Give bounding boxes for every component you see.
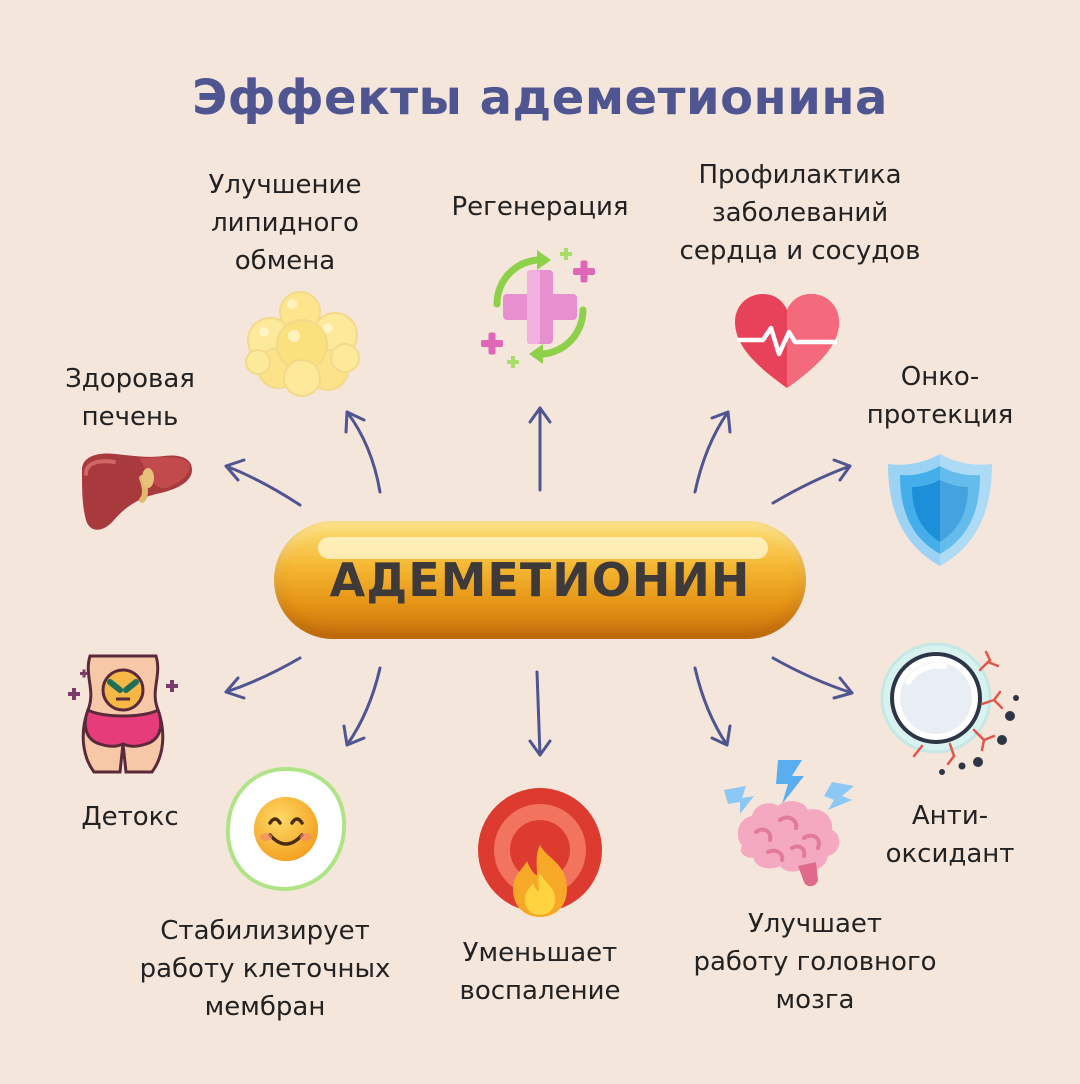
- label-liver: Здоровая печень: [65, 364, 195, 432]
- arrow-onco: [771, 464, 852, 505]
- arrow-detox: [224, 656, 302, 694]
- page-title: Эффекты адеметионина: [192, 70, 888, 126]
- arrow-membranes: [345, 666, 382, 747]
- heart-pulse-icon: [735, 294, 839, 388]
- arrow-antioxidant: [771, 656, 854, 695]
- label-regeneration: Регенерация: [451, 192, 629, 222]
- flame-target-icon: [478, 788, 602, 917]
- ademetionine-capsule: АДЕМЕТИОНИН: [274, 521, 806, 639]
- label-detox: Детокс: [81, 802, 179, 832]
- label-heart: Профилактика заболеваний сердца и сосудо…: [679, 160, 921, 266]
- label-onco: Онко- протекция: [866, 362, 1014, 430]
- brain-lightning-icon: [724, 760, 854, 887]
- shield-icon: [888, 454, 992, 566]
- label-inflammation: Уменьшает воспаление: [459, 938, 621, 1006]
- arrow-brain: [693, 666, 729, 747]
- arrow-heart: [693, 410, 730, 494]
- arrow-lipid: [345, 410, 382, 494]
- label-antioxidant: Анти- оксидант: [885, 801, 1015, 869]
- cell-membrane-icon: [880, 642, 1019, 775]
- capsule-shine: [318, 537, 768, 559]
- detox-body-icon: [68, 654, 178, 774]
- label-lipid: Улучшение липидного обмена: [208, 170, 362, 276]
- medical-cross-icon: [481, 248, 595, 368]
- fat-cells-icon: [245, 291, 360, 397]
- arrow-inflammation: [535, 670, 542, 757]
- liver-icon: [82, 453, 192, 530]
- label-membranes: Стабилизирует работу клеточных мембран: [139, 916, 391, 1022]
- capsule-label: АДЕМЕТИОНИН: [329, 553, 751, 607]
- smiley-cell-icon: [225, 766, 347, 892]
- arrow-liver: [224, 464, 302, 507]
- label-brain: Улучшает работу головного мозга: [693, 909, 937, 1015]
